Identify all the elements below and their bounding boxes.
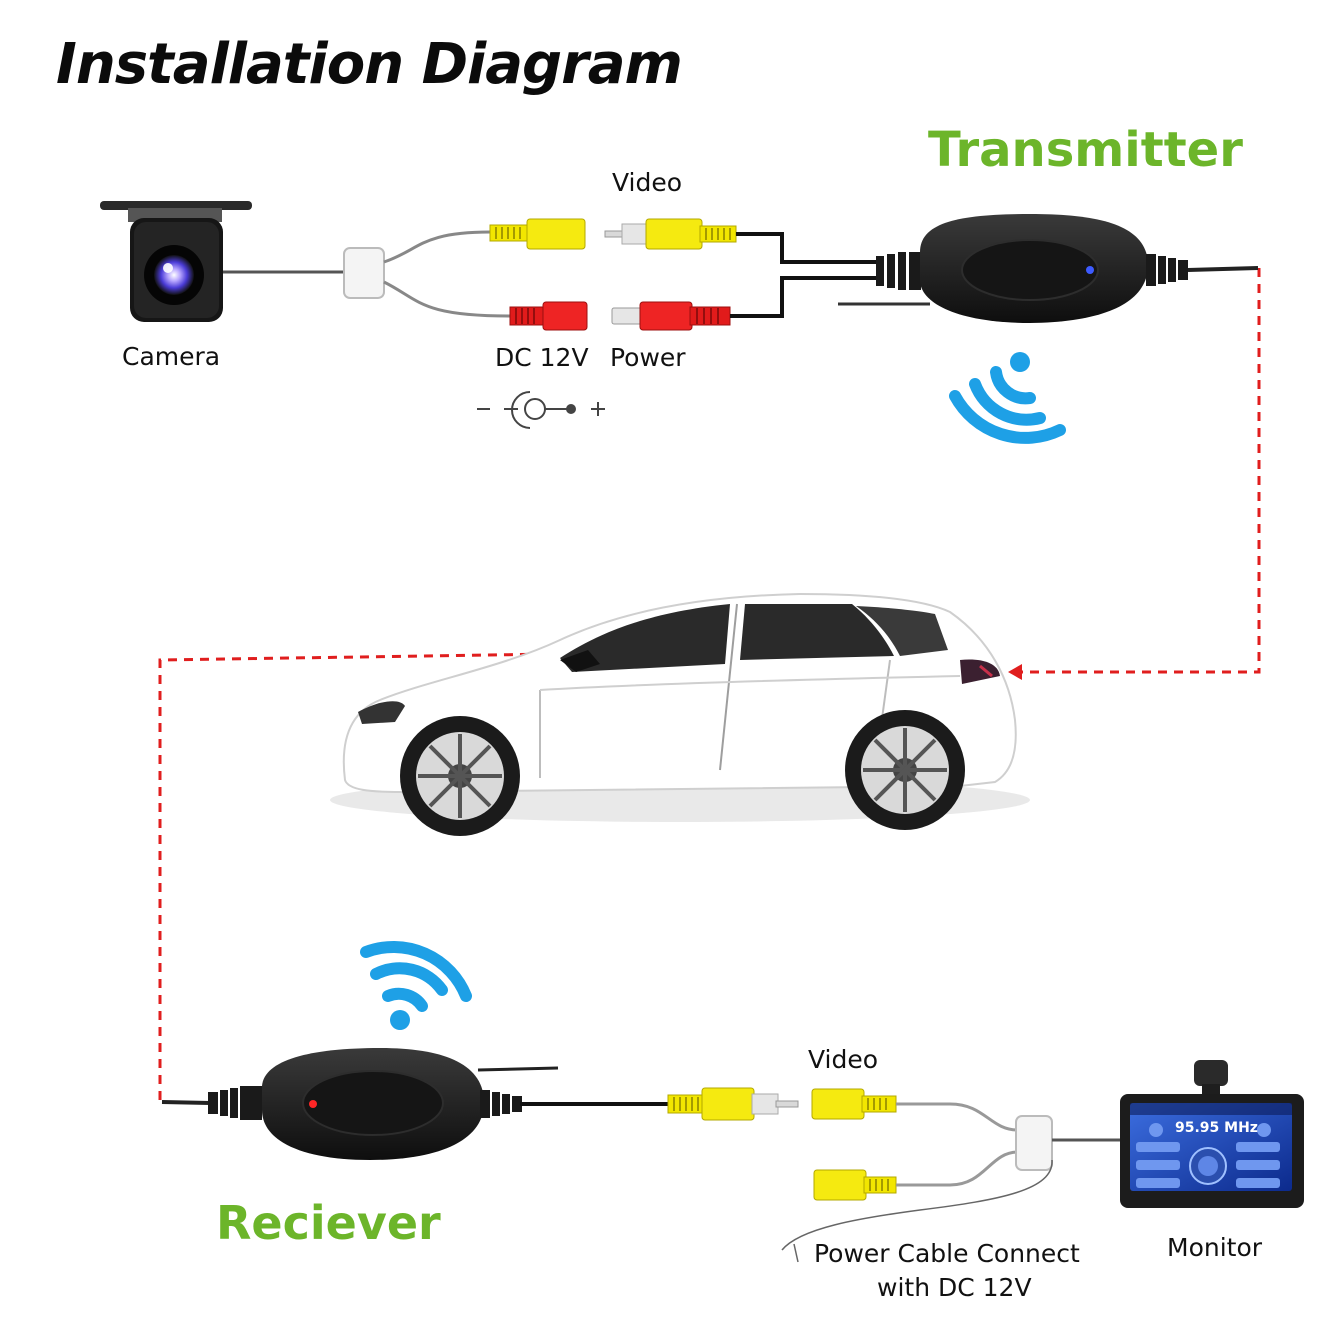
power-label: Power [610,343,686,372]
receiver-label: Reciever [216,1196,441,1250]
monitor-screen-frequency: 95.95 MHz [1175,1120,1258,1136]
rca-video-female-top [489,218,586,250]
dc-12v-label: DC 12V [495,343,589,372]
rca-power-female-bottom [813,1169,897,1201]
rca-video-male-bottom [667,1087,799,1121]
car-icon [330,592,1030,836]
signal-route-lines [158,268,1261,1100]
wifi-signal-icon-receiver [360,940,472,1030]
page-title: Installation Diagram [56,32,683,97]
power-cable-note-line2: with DC 12V [877,1273,1032,1302]
video-label-top: Video [612,168,683,197]
power-cable-note-line1: Power Cable Connect [814,1239,1080,1268]
cable-splitter-bottom [1015,1115,1053,1171]
car-wheel-rear [845,710,965,830]
transmitter-label: Transmitter [928,122,1243,178]
car-wheel-front [400,716,520,836]
transmitter-route-line [1020,268,1261,674]
transmitter-device [876,214,1259,323]
rca-video-female-bottom [811,1088,897,1120]
wifi-signal-icon [949,352,1066,444]
monitor-icon [1120,1060,1304,1208]
cable-splitter-top [343,247,385,299]
monitor-label: Monitor [1167,1233,1263,1262]
dc-power-male [611,301,731,331]
rca-video-male-top [604,218,737,250]
receiver-route-line [158,652,556,1100]
camera-label: Camera [122,342,221,371]
receiver-device [161,1048,670,1160]
dc-power-female [509,301,588,331]
polarity-icon [477,391,605,429]
arrow-head-rear [1008,664,1022,680]
camera-icon [100,201,252,322]
video-label-bottom: Video [808,1045,879,1074]
